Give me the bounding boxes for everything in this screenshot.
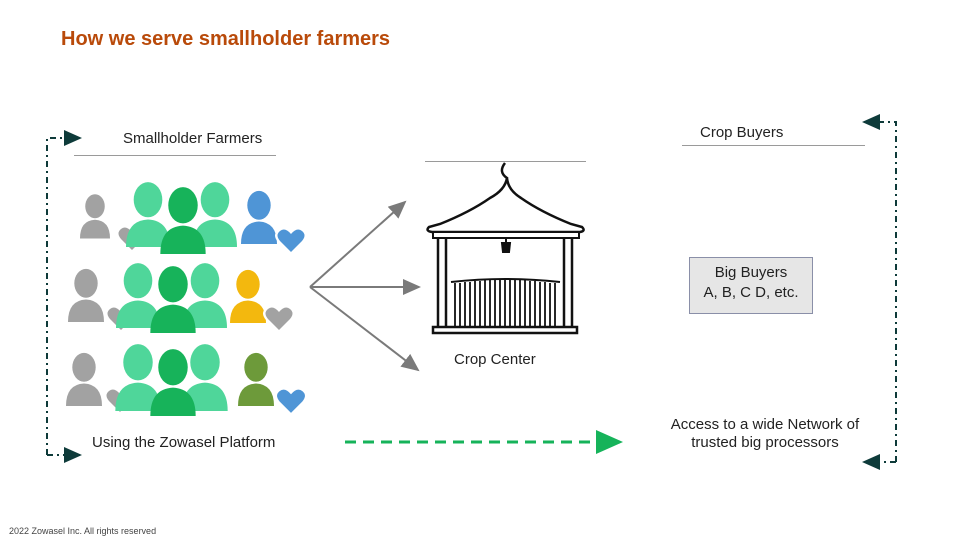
big-buyers-title: Big Buyers — [714, 264, 788, 281]
crop-buyers-divider — [682, 145, 865, 146]
smallholder-divider — [74, 155, 276, 156]
platform-label: Using the Zowasel Platform — [92, 434, 276, 451]
farmers-to-crop-center-arrow-icon — [309, 200, 421, 372]
crop-center-building-icon — [426, 162, 585, 335]
crop-center-label: Crop Center — [454, 351, 536, 368]
page-title: How we serve smallholder farmers — [61, 28, 391, 50]
crop-buyers-label: Crop Buyers — [700, 124, 784, 141]
smallholder-farmers-label: Smallholder Farmers — [123, 130, 263, 147]
network-label: Access to a wide Network of trusted big … — [670, 416, 860, 451]
left-loop-arrow-icon — [46, 130, 82, 463]
footer-copyright: 2022 Zowasel Inc. All rights reserved — [9, 526, 157, 536]
right-loop-arrow-icon — [862, 114, 897, 470]
big-buyers-box: Big Buyers A, B, C D, etc. — [689, 257, 813, 314]
crop-center-divider — [425, 161, 586, 162]
big-buyers-list: A, B, C D, etc. — [703, 284, 799, 301]
farmer-group-icon — [66, 182, 308, 416]
